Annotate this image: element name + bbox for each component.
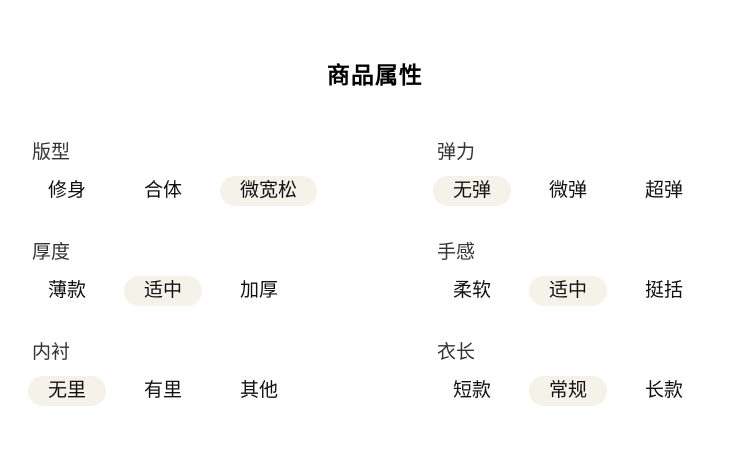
option-pill[interactable]: 加厚 [240, 280, 279, 301]
attribute-section: 版型 修身 合体 微宽松 [28, 142, 433, 206]
option-pill[interactable]: 柔软 [453, 280, 492, 301]
page-title: 商品属性 [327, 62, 423, 88]
option-row: 无里 有里 其他 [28, 376, 433, 406]
option-pill[interactable]: 其他 [240, 380, 279, 401]
option-pill[interactable]: 有里 [144, 380, 183, 401]
option-pill-selected[interactable]: 无弹 [433, 176, 512, 206]
option-pill-selected[interactable]: 适中 [529, 276, 608, 306]
section-label: 手感 [437, 242, 476, 263]
option-pill-selected[interactable]: 无里 [28, 376, 107, 406]
attribute-section: 手感 柔软 适中 挺括 [433, 242, 750, 306]
attribute-section: 弹力 无弹 微弹 超弹 [433, 142, 750, 206]
option-pill-selected[interactable]: 适中 [124, 276, 203, 306]
attribute-sections: 版型 修身 合体 微宽松 弹力 无弹 微弹 超弹 厚度 薄款 适中 加厚 手感 柔软 适中 挺括… [0, 142, 750, 442]
attribute-section: 衣长 短款 常规 长款 [433, 342, 750, 406]
option-row: 修身 合体 微宽松 [28, 176, 433, 206]
option-row: 无弹 微弹 超弹 [433, 176, 750, 206]
option-pill-selected[interactable]: 常规 [529, 376, 608, 406]
option-pill[interactable]: 短款 [453, 380, 492, 401]
option-pill[interactable]: 挺括 [645, 280, 684, 301]
section-label: 弹力 [437, 142, 476, 163]
option-row: 薄款 适中 加厚 [28, 276, 433, 306]
attribute-section: 内衬 无里 有里 其他 [28, 342, 433, 406]
option-row: 短款 常规 长款 [433, 376, 750, 406]
option-pill[interactable]: 修身 [48, 180, 87, 201]
option-pill[interactable]: 长款 [645, 380, 684, 401]
attribute-section: 厚度 薄款 适中 加厚 [28, 242, 433, 306]
option-row: 柔软 适中 挺括 [433, 276, 750, 306]
section-label: 内衬 [32, 342, 71, 363]
option-pill[interactable]: 薄款 [48, 280, 87, 301]
option-pill-selected[interactable]: 微宽松 [220, 176, 318, 206]
option-pill[interactable]: 合体 [144, 180, 183, 201]
option-pill[interactable]: 微弹 [549, 180, 588, 201]
section-label: 版型 [32, 142, 71, 163]
section-label: 衣长 [437, 342, 476, 363]
option-pill[interactable]: 超弹 [645, 180, 684, 201]
section-label: 厚度 [32, 242, 71, 263]
